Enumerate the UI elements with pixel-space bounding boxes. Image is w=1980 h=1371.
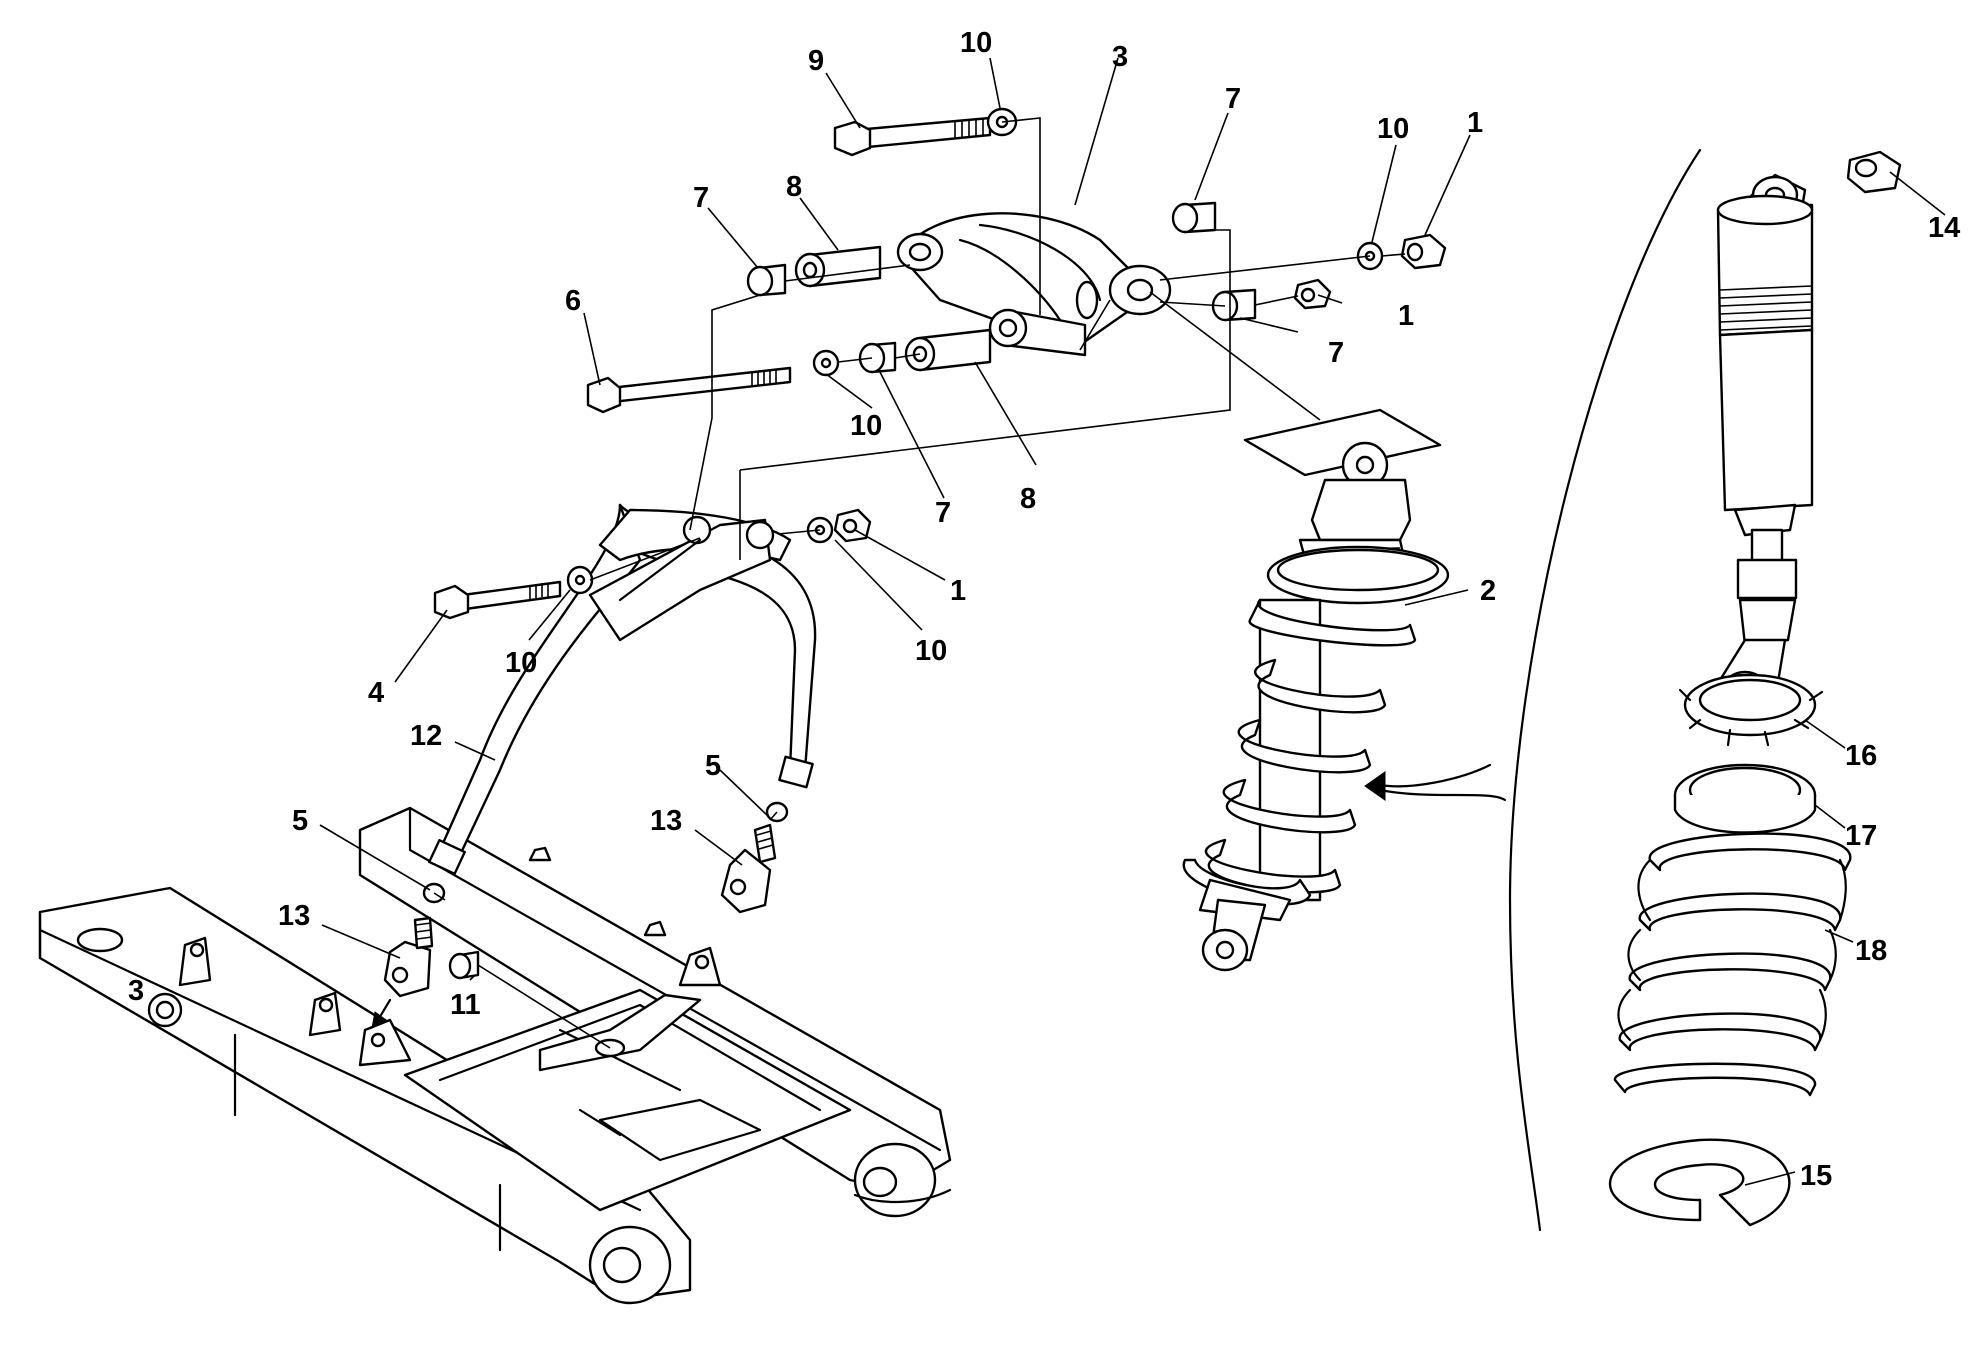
callout-10: 10 [960,27,992,59]
bolt-6 [586,366,792,414]
callout-7: 7 [693,182,709,214]
assembly-lines [433,117,1406,1049]
shock-absorber-assembly [1182,408,1507,972]
callout-16: 16 [1845,740,1877,772]
callout-13: 13 [278,900,310,932]
exploded-shock [1608,173,1852,1227]
callout-14: 14 [1928,212,1960,244]
callout-15: 15 [1800,1160,1832,1192]
frame-mark: 3 [128,975,144,1007]
callout-7: 7 [935,497,951,529]
callout-4: 4 [368,677,384,709]
callout-10: 10 [915,635,947,667]
callout-8: 8 [786,171,802,203]
divider-curve [1508,148,1702,1232]
callout-labels: 9 10 3 7 10 1 14 7 8 6 1 7 10 7 8 1 2 10… [278,27,1960,1192]
callout-5: 5 [292,805,308,837]
callout-10: 10 [850,410,882,442]
callout-13: 13 [650,805,682,837]
callout-1: 1 [1398,300,1414,332]
callout-12: 12 [410,720,442,752]
callout-3: 3 [1112,41,1128,73]
callout-6: 6 [565,285,581,317]
swingarm: 3 [38,806,952,1305]
callout-8: 8 [1020,483,1036,515]
leader-lines [319,57,1946,1186]
callout-7: 7 [1225,83,1241,115]
callout-10: 10 [505,647,537,679]
callout-17: 17 [1845,820,1877,852]
callout-18: 18 [1855,935,1887,967]
callout-2: 2 [1480,575,1496,607]
bolt-9 [833,116,992,157]
callout-10: 10 [1377,113,1409,145]
callout-9: 9 [808,45,824,77]
callout-5: 5 [705,750,721,782]
callout-11: 11 [450,989,481,1021]
linkage-rod [428,503,817,875]
bolt-4 [433,580,562,620]
callout-7: 7 [1328,337,1344,369]
callout-1: 1 [950,575,966,607]
rocker-arm [896,212,1172,357]
callout-1: 1 [1467,107,1483,139]
